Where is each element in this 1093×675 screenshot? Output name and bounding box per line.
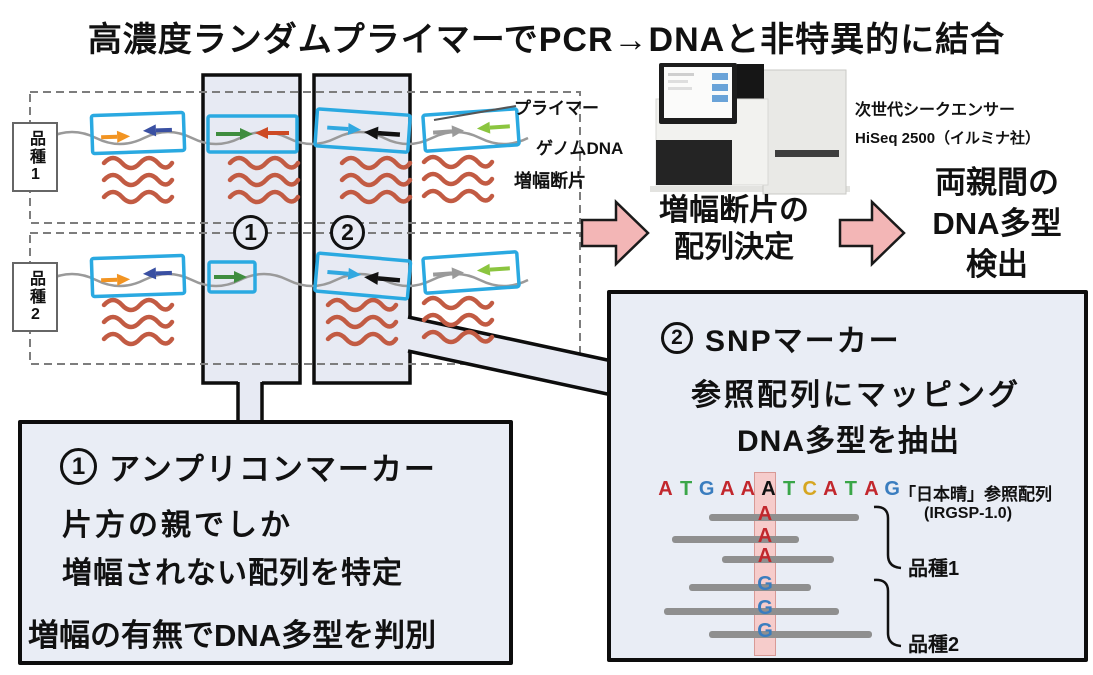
amplicon-line3: 増幅の有無でDNA多型を判別 (28, 618, 437, 653)
read-base: G (757, 573, 773, 595)
reference-base: T (844, 478, 857, 500)
amplicon-line1: 片方の親でしか (62, 509, 293, 542)
variety2-brace (873, 578, 902, 648)
variety1-brace (873, 505, 902, 570)
sequencer-caption-line1: 次世代シークエンサー (855, 102, 1016, 119)
grouping-braces (873, 505, 902, 648)
amplicon-heading-row: 1 アンプリコンマーカー (60, 444, 437, 489)
read-base: G (757, 597, 773, 619)
reference-base: C (802, 478, 817, 500)
read-base: A (757, 525, 773, 547)
amplicon-marker-box: 1 アンプリコンマーカー 片方の親でしか 増幅されない配列を特定 増幅の有無でD… (18, 420, 513, 665)
flow-step1-line1: 増幅断片の (659, 194, 809, 227)
flow-arrow-2 (838, 199, 906, 267)
column1-number: 1 (233, 215, 268, 250)
snp-variety2-label: 品種2 (908, 634, 960, 656)
reference-label-line2: (IRGSP-1.0) (924, 505, 1013, 522)
fragment-label: 増幅断片 (514, 171, 586, 191)
amplicon-line2: 増幅されない配列を特定 (62, 557, 403, 590)
primer-pair-1-variety2 (89, 253, 187, 299)
read-bar (664, 608, 839, 615)
read-base: A (757, 545, 773, 567)
flow-step2-line3: 検出 (966, 247, 1028, 282)
amplicon-heading: アンプリコンマーカー (109, 452, 437, 487)
snp-number: 2 (661, 322, 693, 354)
reference-base: T (782, 478, 796, 500)
snp-line2: DNA多型を抽出 (737, 425, 960, 458)
flow-step2-text: 両親間の DNA多型 検出 (902, 162, 1092, 285)
column2-number: 2 (330, 215, 365, 250)
reference-base: A (761, 478, 776, 500)
sequencer-image (650, 63, 850, 195)
primer-pair-4-variety2 (421, 250, 521, 295)
column2-connector (407, 315, 613, 397)
reference-base: G (698, 478, 715, 500)
amplicon-number: 1 (60, 448, 97, 485)
genome-dna-label: ゲノムDNA (536, 139, 624, 158)
primer-pair-1-variety1 (89, 110, 187, 156)
sequencer-caption: 次世代シークエンサー HiSeq 2500（イルミナ社） (855, 96, 1040, 148)
primer-label: プライマー (514, 99, 599, 118)
read-bar (709, 514, 859, 521)
primer-label-pointer (433, 105, 517, 121)
primer-pair-4-variety1 (421, 107, 521, 153)
read-base: G (757, 620, 773, 642)
read-base: A (757, 503, 773, 525)
read-bar (722, 556, 834, 563)
variety1-label-box: 品種1 (12, 122, 58, 192)
read-bar (709, 631, 872, 638)
reference-base: A (823, 478, 838, 500)
sequencer-caption-line2: HiSeq 2500（イルミナ社） (855, 130, 1041, 147)
primer-pair-3-variety2 (313, 251, 413, 301)
reference-base: G (884, 478, 900, 500)
reference-base: A (740, 478, 756, 500)
reference-label-line1: 「日本晴」参照配列 (899, 485, 1052, 504)
flow-step1-line2: 配列決定 (674, 231, 794, 264)
variety2-dashed-box (29, 232, 581, 365)
column1-connector (236, 381, 264, 426)
flow-step2-line1: 両親間の (935, 165, 1059, 200)
reference-base: A (864, 478, 879, 500)
page-title: 高濃度ランダムプライマーでPCR→DNAと非特異的に結合 (87, 21, 1006, 59)
snp-line1: 参照配列にマッピング (691, 379, 1021, 412)
reference-base: T (679, 478, 693, 500)
snp-heading: SNPマーカー (705, 325, 901, 358)
flow-arrow-1 (580, 199, 650, 267)
snp-heading-row: 2 SNPマーカー (661, 316, 901, 360)
variety2-label-box: 品種2 (12, 262, 58, 332)
primer-pair-3-variety1 (313, 107, 412, 154)
fragments-variety1 (104, 157, 492, 202)
reference-base: A (658, 478, 673, 500)
flow-step2-line2: DNA多型 (932, 206, 1062, 241)
flow-step1-text: 増幅断片の 配列決定 (646, 192, 822, 266)
read-bar (689, 584, 811, 591)
read-bar (672, 536, 799, 543)
primer-pair-2-variety1 (206, 114, 299, 154)
reference-base: A (720, 478, 735, 500)
variety1-dashed-box (29, 91, 581, 224)
snp-variety1-label: 品種1 (908, 558, 960, 580)
primer-single-2-variety2 (207, 260, 257, 294)
